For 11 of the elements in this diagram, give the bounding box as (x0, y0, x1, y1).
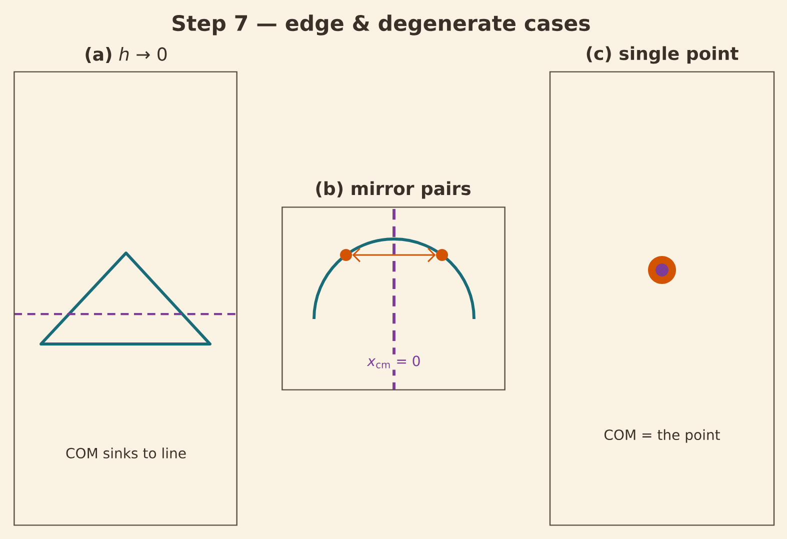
mass-dot (340, 249, 352, 261)
node-label: COM = the point (602, 428, 722, 444)
panel-heading: (b) mirror pairs (316, 181, 470, 199)
panel-heading: (a) h → 0 (86, 46, 167, 64)
formula-label: x$_{cm}$ = 0 (366, 354, 422, 370)
title: Step 7 — edge & degenerate cases (172, 14, 590, 36)
double-arrow (352, 248, 436, 262)
mass-dot (436, 249, 448, 261)
panel-heading: (c) single point (586, 46, 738, 64)
point-marker (648, 256, 676, 284)
node-label: COM sinks to line (64, 446, 188, 460)
